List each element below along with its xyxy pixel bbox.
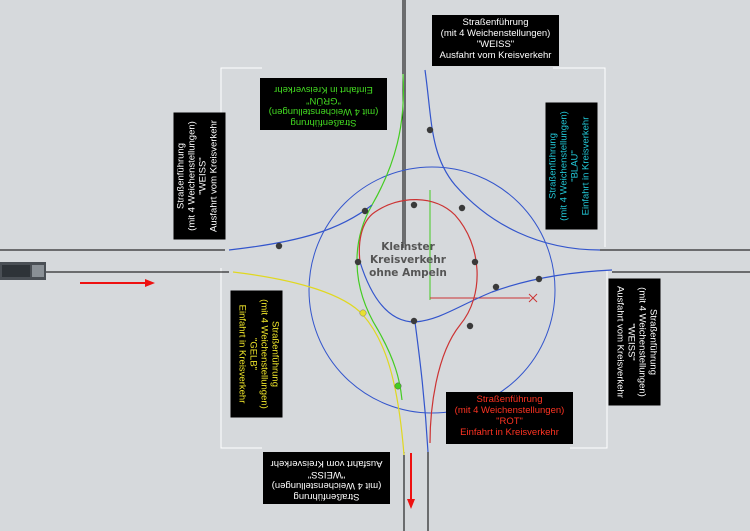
label-line: "GRÜN" [306,95,341,106]
center-label-line: ohne Ampeln [369,267,447,279]
label-line: "WEISS" [307,469,346,480]
track-blue-bottom [414,321,429,453]
label-line: Straßenführung [290,117,357,128]
label-line: "WEISS" [197,157,209,195]
label-line: (mit 4 Weichenstellungen) [440,28,551,39]
track-blue-left [228,204,373,251]
label-line: Straßenführung [175,143,187,210]
label-line: (mit 4 Weichenstellungen) [636,287,648,397]
train-block [0,262,46,280]
center-label-line: Kreisverkehr [370,254,446,266]
label-left-gelb: Straßenführung (mit 4 Weichenstellungen)… [230,290,283,418]
switch-point [275,242,283,250]
label-line: "WEISS" [476,39,515,50]
frame-lines [220,67,608,449]
direction-arrow-down [407,453,415,509]
switch-point [410,317,418,325]
label-line: Ausfahrt vom Kreisverkehr [439,50,552,61]
label-line: Straßenführung [269,320,281,387]
track-blue-lower [359,261,613,323]
switch-point [492,283,500,291]
switch-point [410,201,418,209]
label-line: Einfahrt in Kreisverkehr [274,84,373,95]
label-line: Ausfahrt vom Kreisverkehr [208,120,220,232]
center-label: Kleinster Kreisverkehr ohne Ampeln [355,241,461,280]
green-dot [394,382,402,390]
label-line: Straßenführung [462,17,529,28]
label-line: (mit 4 Weichenstellungen) [186,121,198,231]
label-line: Straßenführung [293,491,360,502]
switch-points [275,126,543,330]
yellow-dot [359,309,367,317]
roundabout-outer-circle [308,166,556,414]
label-line: Ausfahrt vom Kreisverkehr [614,286,626,398]
switch-point [354,258,362,266]
label-line: Einfahrt in Kreisverkehr [236,304,248,404]
label-line: (mit 4 Weichenstellungen) [558,111,570,221]
direction-arrow-right [80,279,155,287]
label-line: "ROT" [496,416,523,427]
label-right-blau: Straßenführung (mit 4 Weichenstellungen)… [545,102,598,230]
label-line: (mit 4 Weichenstellungen) [454,405,565,416]
switch-point [535,275,543,283]
label-line: Straßenführung [547,133,559,200]
track-blue-upper [424,69,601,251]
switch-point [361,207,369,215]
label-line: Ausfahrt vom Kreisverkehr [270,458,383,469]
switch-point [466,322,474,330]
track-red [358,199,478,444]
label-line: Straßenführung [647,308,659,375]
label-bottom-rot: Straßenführung (mit 4 Weichenstellungen)… [446,392,573,444]
label-line: "BLAU" [569,150,581,182]
label-line: (mit 4 Weichenstellungen) [268,106,379,117]
label-right-weiss: Straßenführung (mit 4 Weichenstellungen)… [608,278,661,406]
label-line: "GELB" [247,337,259,371]
frame-bottom-left [220,268,262,449]
label-left-weiss: Straßenführung (mit 4 Weichenstellungen)… [173,112,226,240]
label-line: Straßenführung [476,394,543,405]
label-top-right-weiss: Straßenführung (mit 4 Weichenstellungen)… [432,15,559,66]
track-green [356,73,405,401]
label-line: (mit 4 Weichenstellungen) [258,299,270,409]
axis-cross-marker [528,293,538,303]
frame-top-right [553,67,606,247]
center-label-line: Kleinster [381,241,435,253]
label-line: (mit 4 Weichenstellungen) [271,480,382,491]
frame-top-left [220,67,262,236]
label-bottom-weiss: Straßenführung (mit 4 Weichenstellungen)… [263,452,390,504]
switch-point [458,204,466,212]
switch-point [426,126,434,134]
label-line: Einfahrt in Kreisverkehr [460,427,559,438]
label-top-green-gruen: Straßenführung (mit 4 Weichenstellungen)… [260,78,387,130]
switch-point [471,258,479,266]
label-line: "WEISS" [625,323,637,361]
label-line: Einfahrt in Kreisverkehr [580,116,592,216]
frame-bottom-right [570,270,608,449]
